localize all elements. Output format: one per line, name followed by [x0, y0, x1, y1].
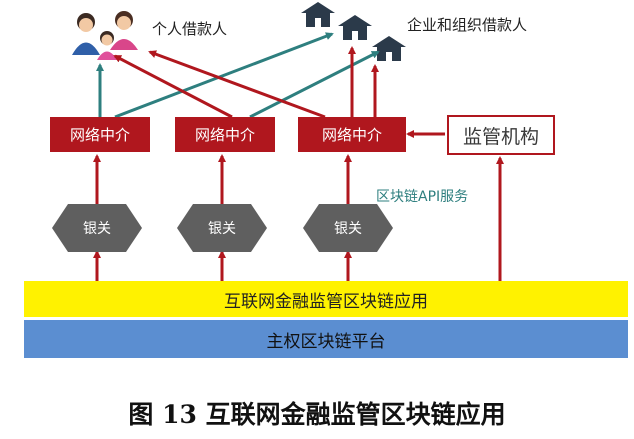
gateway-shape: [177, 204, 267, 252]
house-icon: [338, 15, 372, 40]
red-arrow: [113, 54, 233, 119]
teal-arrow: [249, 50, 380, 119]
platform-layer-band: 主权区块链平台: [24, 320, 628, 358]
network-intermediary-box: 网络中介: [175, 117, 275, 152]
gateway-shape: [52, 204, 142, 252]
house-icon: [301, 2, 335, 27]
app-layer-band: 互联网金融监管区块链应用: [24, 281, 628, 317]
figure-caption: 图 13 互联网金融监管区块链应用: [128, 400, 506, 429]
gateway-label: 银关: [83, 221, 111, 237]
house-icon: [372, 36, 406, 61]
regulator-box: 监管机构: [447, 115, 555, 155]
gateway-label: 银关: [334, 221, 362, 237]
teal-arrow: [114, 32, 334, 119]
red-arrow: [148, 50, 326, 119]
people-icon: [72, 11, 138, 60]
network-intermediary-box: 网络中介: [50, 117, 150, 152]
network-intermediary-box: 网络中介: [298, 117, 406, 152]
org-borrower-label: 企业和组织借款人: [407, 16, 528, 34]
gateway-shape: [303, 204, 393, 252]
api-service-label: 区块链API服务: [376, 189, 469, 205]
individual-borrower-label: 个人借款人: [152, 20, 228, 38]
gateway-label: 银关: [208, 221, 236, 237]
